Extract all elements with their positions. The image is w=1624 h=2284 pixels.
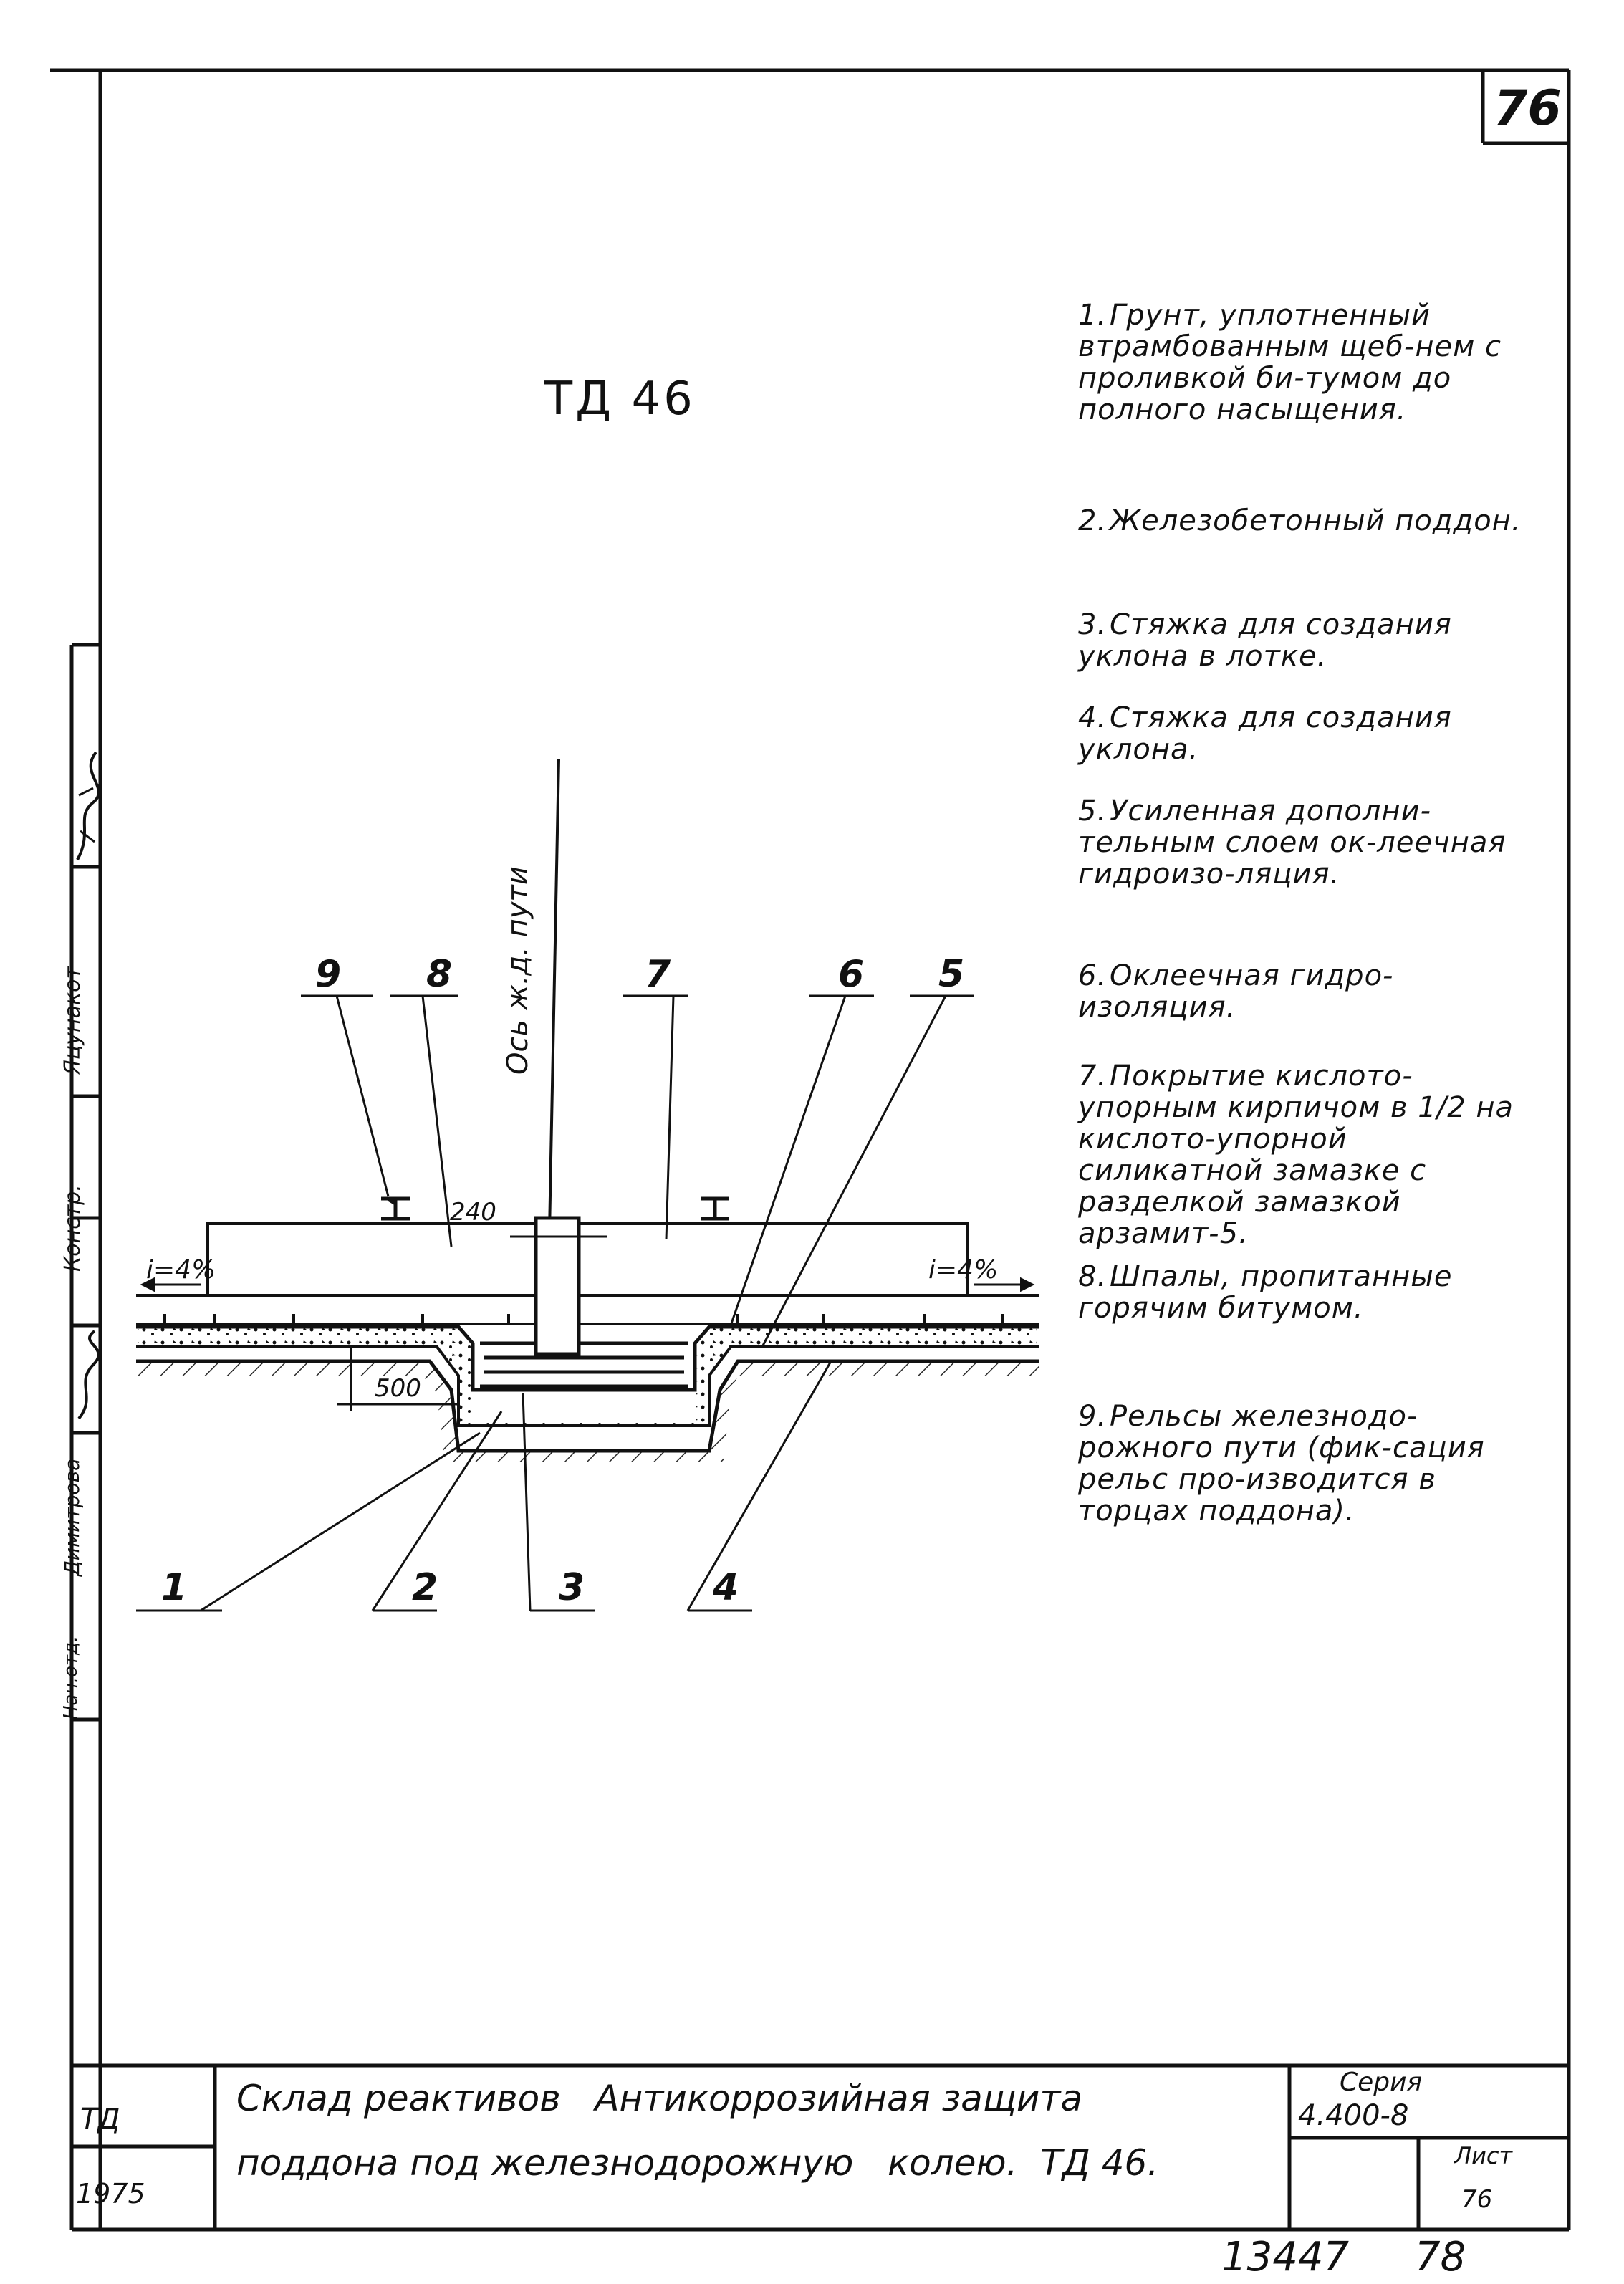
legend-item: 5.Усиленная дополни-тельным слоем ок-лее… <box>1078 795 1507 891</box>
corner-sheet-number: 76 <box>1494 80 1562 137</box>
callout-1: 1 <box>161 1566 188 1609</box>
legend-item: 3.Стяжка для создания уклона в лотке. <box>1078 608 1452 673</box>
stamp-name-2: Димитрова <box>60 1458 84 1576</box>
cross-section-drawing <box>136 759 1039 1612</box>
callout-8: 8 <box>426 953 453 996</box>
sheet-value: 76 <box>1461 2185 1493 2214</box>
stamp-name-1: Яцунакот <box>60 966 85 1075</box>
callout-6: 6 <box>838 953 865 996</box>
series-value: 4.400-8 <box>1298 2099 1409 2132</box>
legend-item: 7.Покрытие кислото-упорным кирпичом в 1/… <box>1078 1060 1514 1250</box>
track-axis-label: Ось ж.д. пути <box>501 866 534 1075</box>
dimension-240: 240 <box>450 1198 496 1227</box>
legend-item: 9.Рельсы железнодо-рожного пути (фик-сац… <box>1078 1400 1485 1527</box>
sheet-label: Лист <box>1454 2142 1513 2169</box>
callout-7: 7 <box>645 953 671 996</box>
legend-item: 2.Железобетонный поддон. <box>1078 504 1522 537</box>
dimension-500: 500 <box>375 1374 421 1403</box>
title-block-year: 1975 <box>76 2178 145 2209</box>
signature-2 <box>77 1330 100 1420</box>
track-axis-line <box>547 759 560 1269</box>
legend-item: 8.Шпалы, пропитанные горячим битумом. <box>1078 1260 1453 1325</box>
title-line-2: поддона под железнодорожную колею. ТД 46… <box>236 2142 1159 2184</box>
signature-1 <box>76 751 100 860</box>
title-block-code: ТД <box>80 2103 120 2136</box>
series-label: Серия <box>1340 2068 1423 2097</box>
title-line-1: Склад реактивов Антикоррозийная защита <box>236 2078 1083 2119</box>
callout-4: 4 <box>713 1566 739 1609</box>
archive-number: 13447 <box>1221 2234 1350 2280</box>
legend-item: 1.Грунт, уплотненный втрамбованным щеб-н… <box>1078 299 1502 426</box>
page-number: 78 <box>1415 2234 1466 2280</box>
drawing-title: ТД 46 <box>544 373 696 426</box>
legend-item: 4.Стяжка для создания уклона. <box>1078 701 1452 766</box>
stamp-konstr: Констр. <box>60 1184 85 1272</box>
slope-left: i=4% <box>146 1255 216 1285</box>
callout-3: 3 <box>559 1566 585 1609</box>
callout-9: 9 <box>315 953 342 996</box>
callout-5: 5 <box>938 953 965 996</box>
slope-right: i=4% <box>928 1255 999 1285</box>
legend-item: 6.Оклеечная гидро-изоляция. <box>1078 959 1394 1024</box>
stamp-role: Нач.отд. <box>60 1636 82 1719</box>
callout-2: 2 <box>412 1566 438 1609</box>
